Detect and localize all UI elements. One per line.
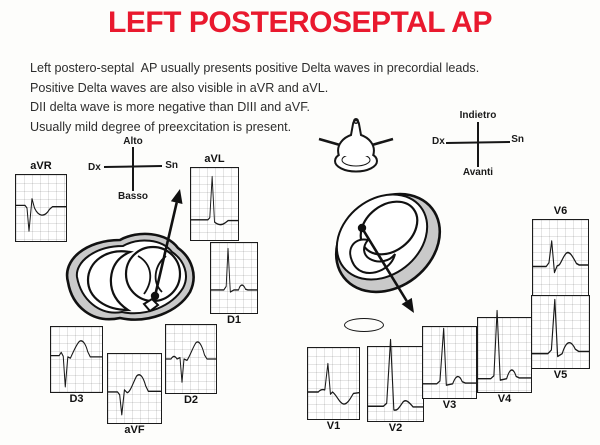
ecg-strip bbox=[532, 219, 589, 296]
frontal-orientation-compass: Alto Dx Sn Basso bbox=[88, 136, 178, 202]
lead-label: aVR bbox=[30, 160, 52, 172]
compass-label-right: Sn bbox=[511, 134, 524, 145]
ecg-strip bbox=[15, 174, 67, 242]
axial-orientation-compass: Indietro Dx Sn Avanti bbox=[432, 110, 524, 178]
ecg-trace bbox=[422, 327, 477, 386]
ecg-trace bbox=[50, 340, 103, 388]
lead-label: aVF bbox=[124, 424, 145, 436]
compass-cross-icon bbox=[445, 122, 511, 167]
axial-heart-drawing bbox=[334, 192, 442, 294]
lead-label: V1 bbox=[326, 420, 341, 432]
vertebra-icon bbox=[318, 118, 394, 173]
ecg-strip bbox=[190, 167, 239, 241]
compass-label-top: Indietro bbox=[459, 110, 497, 121]
ecg-trace bbox=[307, 362, 360, 405]
frontal-heart-drawing bbox=[65, 232, 195, 321]
ecg-strip bbox=[50, 326, 103, 393]
ecg-strip bbox=[210, 242, 258, 314]
ecg-panel-avr: aVR bbox=[15, 160, 67, 242]
ecg-strip bbox=[107, 353, 162, 424]
pathway-arrow-axial bbox=[357, 223, 414, 313]
ecg-panel-v2: V2 bbox=[367, 338, 424, 434]
ecg-panel-v3: V3 bbox=[422, 326, 477, 411]
ecg-panel-avl: aVL bbox=[190, 153, 239, 241]
lead-label: aVL bbox=[204, 153, 225, 165]
ecg-trace bbox=[532, 240, 589, 274]
ecg-panel-d2: D2 bbox=[165, 324, 217, 406]
ecg-strip bbox=[307, 347, 360, 420]
ecg-panel-v5: V5 bbox=[531, 295, 590, 381]
lead-label: V6 bbox=[553, 205, 568, 217]
lead-label: D1 bbox=[226, 314, 242, 326]
annulus-ellipse bbox=[344, 318, 384, 332]
ecg-trace bbox=[15, 198, 67, 232]
ecg-panel-d1: D1 bbox=[210, 242, 258, 326]
description-line: Left postero-septal AP usually presents … bbox=[30, 61, 480, 75]
ecg-panel-v1: V1 bbox=[307, 347, 360, 432]
ecg-trace bbox=[210, 247, 258, 293]
compass-label-top: Alto bbox=[123, 136, 143, 147]
lead-label: D3 bbox=[69, 393, 84, 405]
ecg-trace bbox=[190, 175, 239, 226]
ecg-trace bbox=[165, 341, 217, 383]
ecg-panel-v4: V4 bbox=[477, 309, 532, 405]
ecg-panel-d3: D3 bbox=[50, 326, 103, 405]
lead-label: V3 bbox=[442, 399, 457, 411]
compass-label-left: Dx bbox=[432, 136, 445, 147]
compass-label-bottom: Avanti bbox=[462, 167, 494, 178]
ecg-trace bbox=[477, 309, 532, 381]
description-line: DII delta wave is more negative than DII… bbox=[30, 100, 311, 114]
compass-label-right: Sn bbox=[165, 160, 178, 171]
ecg-trace bbox=[107, 374, 162, 416]
ecg-panel-v6: V6 bbox=[532, 205, 589, 296]
ecg-strip bbox=[531, 295, 590, 369]
description-text: Left postero-septal AP usually presents … bbox=[30, 59, 479, 137]
slide-title: LEFT POSTEROSEPTAL AP bbox=[108, 6, 492, 39]
ecg-strip bbox=[477, 309, 532, 393]
ecg-panel-avf: aVF bbox=[107, 353, 162, 436]
ecg-trace bbox=[531, 298, 590, 358]
description-line: Positive Delta waves are also visible in… bbox=[30, 80, 329, 95]
lead-label: V2 bbox=[388, 422, 403, 434]
ecg-strip bbox=[422, 326, 477, 399]
ecg-strip bbox=[367, 338, 424, 422]
lead-label: V5 bbox=[553, 369, 568, 381]
ecg-trace bbox=[367, 338, 424, 411]
description-line: Usually mild degree of preexcitation is … bbox=[30, 119, 292, 134]
compass-cross-icon bbox=[103, 147, 163, 191]
ecg-strip bbox=[165, 324, 217, 394]
compass-label-left: Dx bbox=[88, 162, 101, 173]
lead-label: V4 bbox=[497, 393, 512, 405]
pathway-arrow-frontal bbox=[150, 189, 183, 301]
lead-label: D2 bbox=[183, 394, 199, 406]
compass-label-bottom: Basso bbox=[117, 191, 148, 202]
